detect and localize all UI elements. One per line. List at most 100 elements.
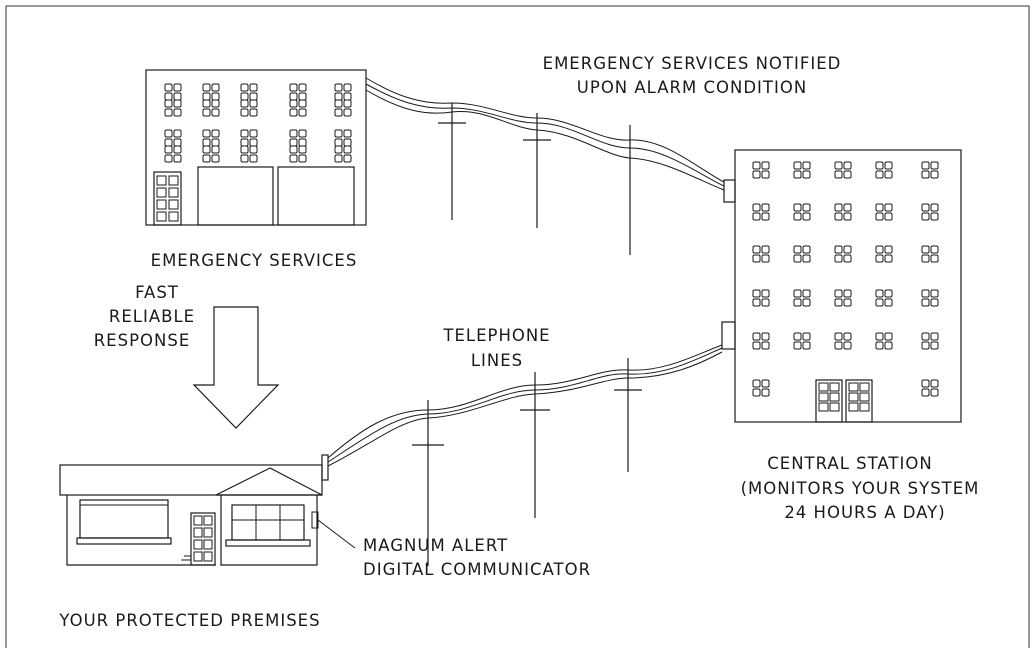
window	[334, 99, 352, 117]
central-upper-line-box	[723, 179, 736, 203]
window	[921, 203, 939, 221]
window	[240, 129, 258, 147]
response-label-line2: RELIABLE	[109, 307, 195, 326]
window	[202, 129, 220, 147]
window	[793, 203, 811, 221]
window	[240, 99, 258, 117]
upper-pole-1	[438, 103, 466, 220]
central-station-building	[721, 149, 962, 423]
page-frame	[5, 5, 1030, 648]
house-gable	[215, 467, 323, 496]
central-door-left	[815, 379, 843, 423]
window	[289, 129, 307, 147]
response-label-line3: RESPONSE	[94, 331, 191, 350]
house-left-wall	[66, 495, 216, 566]
house-front-window	[231, 504, 305, 541]
upper-pole-2	[523, 113, 551, 228]
notified-label-line1: EMERGENCY SERVICES NOTIFIED	[543, 54, 842, 73]
window	[834, 245, 852, 263]
window	[334, 129, 352, 147]
emergency-building-door	[153, 171, 182, 226]
central-station-windows	[752, 161, 939, 397]
window	[921, 245, 939, 263]
emergency-building-windows	[164, 83, 352, 163]
window	[793, 289, 811, 307]
window	[289, 145, 307, 163]
central-label-line1: CENTRAL STATION	[767, 454, 932, 473]
emergency-garage-door-right	[277, 166, 355, 226]
central-label-line3: 24 HOURS A DAY)	[784, 503, 945, 522]
communicator-label-line1: MAGNUM ALERT	[363, 536, 508, 555]
house-front-window-sill	[225, 539, 311, 547]
window	[834, 289, 852, 307]
lower-pole-3	[614, 358, 642, 472]
window	[164, 129, 182, 147]
window	[202, 83, 220, 101]
window	[834, 161, 852, 179]
window	[752, 203, 770, 221]
communicator-label: MAGNUM ALERT DIGITAL COMMUNICATOR	[363, 536, 591, 579]
response-arrow-icon	[192, 306, 280, 429]
premises-label: YOUR PROTECTED PREMISES	[58, 611, 320, 630]
emergency-services-building	[145, 69, 367, 226]
window	[875, 332, 893, 350]
window	[164, 99, 182, 117]
house-roof	[59, 464, 323, 496]
telephone-lines-label: TELEPHONE LINES	[442, 326, 549, 370]
window	[875, 245, 893, 263]
window	[334, 145, 352, 163]
window	[752, 289, 770, 307]
window	[875, 289, 893, 307]
window	[240, 83, 258, 101]
window	[921, 289, 939, 307]
window	[334, 83, 352, 101]
house-left-window-sill	[76, 537, 172, 545]
central-station-label: CENTRAL STATION (MONITORS YOUR SYSTEM 24…	[741, 454, 980, 522]
lower-telephone-wires	[327, 344, 723, 467]
upper-telephone-wires	[365, 77, 725, 191]
lower-pole-1	[412, 400, 444, 566]
emergency-door-panels	[156, 175, 179, 222]
window	[875, 203, 893, 221]
window	[289, 83, 307, 101]
emergency-services-label: EMERGENCY SERVICES	[151, 251, 358, 270]
window	[875, 161, 893, 179]
window	[164, 145, 182, 163]
window	[752, 379, 770, 397]
house-left-window	[79, 499, 169, 539]
house-steps	[178, 555, 191, 566]
window	[921, 332, 939, 350]
house-gable-wall	[220, 495, 318, 566]
window	[793, 161, 811, 179]
central-label-line2: (MONITORS YOUR SYSTEM	[741, 479, 980, 498]
window	[752, 332, 770, 350]
response-label-line1: FAST	[135, 283, 179, 302]
communicator-leader-line	[317, 519, 356, 549]
window	[240, 145, 258, 163]
house-door	[190, 512, 216, 566]
protected-premises-house	[59, 454, 356, 566]
window	[793, 332, 811, 350]
communicator-label-line2: DIGITAL COMMUNICATOR	[363, 560, 591, 579]
window	[752, 161, 770, 179]
window	[202, 145, 220, 163]
emergency-garage-door-left	[197, 166, 274, 226]
window	[164, 83, 182, 101]
telephone-label-line2: LINES	[471, 351, 523, 370]
house-door-panels	[193, 515, 213, 562]
window	[921, 379, 939, 397]
window	[202, 99, 220, 117]
notified-label: EMERGENCY SERVICES NOTIFIED UPON ALARM C…	[543, 54, 842, 97]
window	[793, 245, 811, 263]
response-label: FAST RELIABLE RESPONSE	[94, 283, 195, 350]
central-lower-line-box	[721, 321, 736, 350]
notified-label-line2: UPON ALARM CONDITION	[577, 78, 807, 97]
window	[834, 203, 852, 221]
window	[834, 332, 852, 350]
communicator-mount	[321, 454, 329, 481]
telephone-poles	[412, 103, 642, 566]
central-door-right	[845, 379, 873, 423]
window	[289, 99, 307, 117]
